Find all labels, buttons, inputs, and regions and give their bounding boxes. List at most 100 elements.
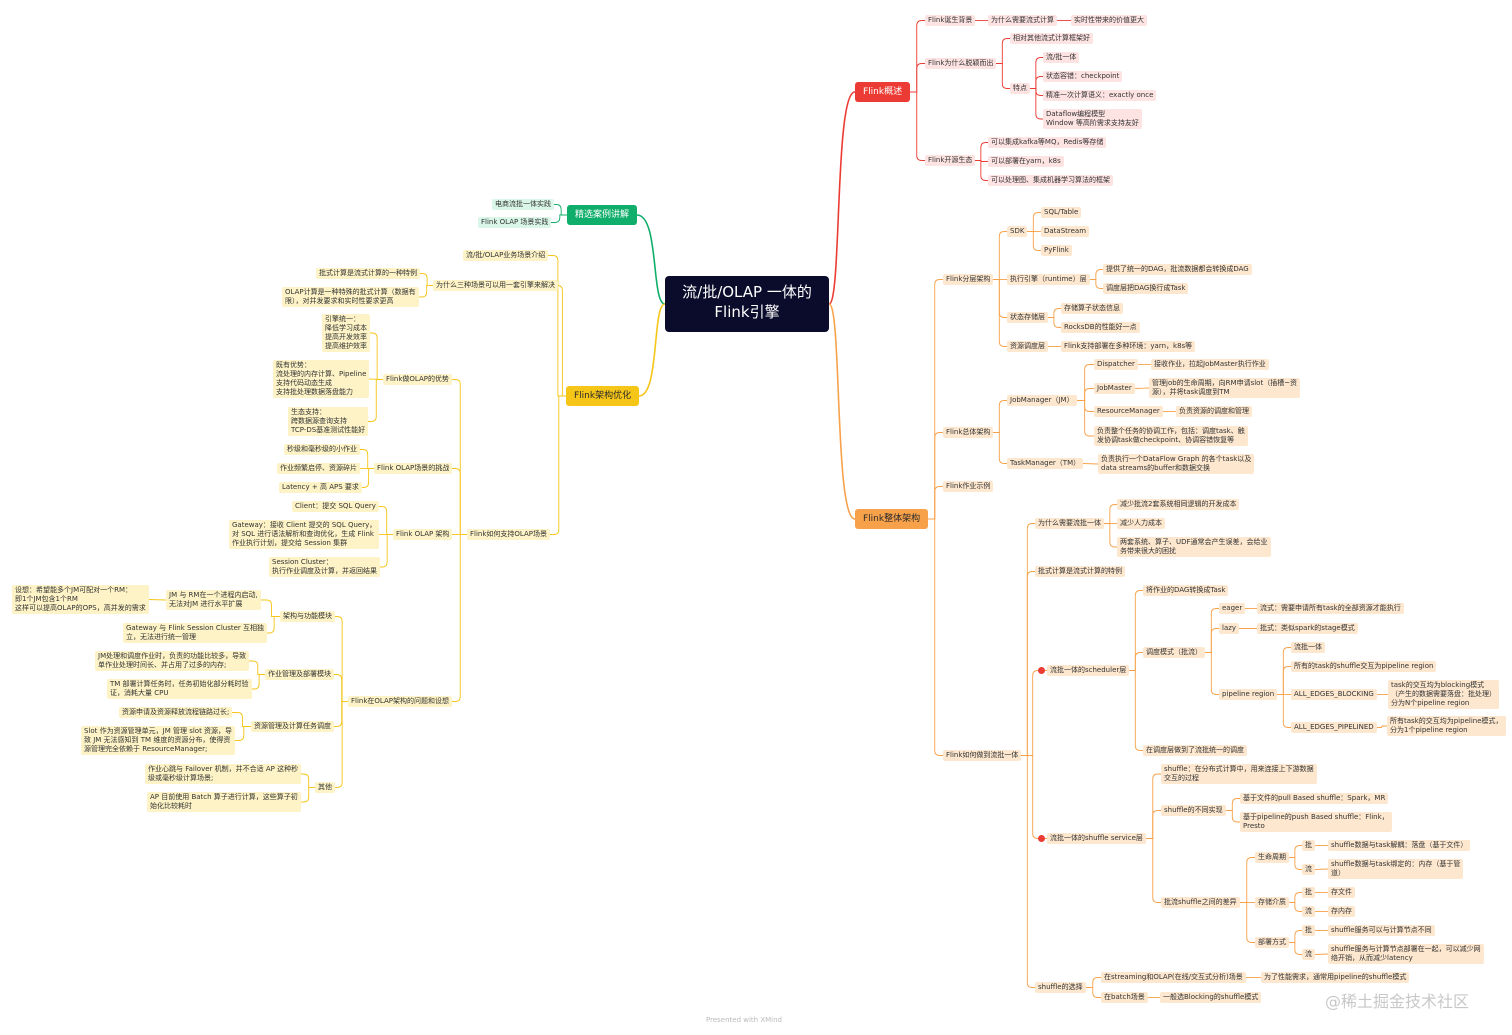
topic-ov2b2[interactable]: 状态容错：checkpoint [1043,71,1123,82]
topic-op4b2[interactable]: TM 部署计算任务时，任务初始化部分耗时验 证，消耗大量 CPU [107,679,252,699]
topic-ar4c2c3a[interactable]: task的交互均为blocking模式 （产生的数据需要落盘：批处理） 分为N个… [1388,680,1499,709]
topic-ar1a[interactable]: SDK [1007,226,1028,237]
topic-ar4e2a[interactable]: 一般选Blocking的shuffle模式 [1160,992,1262,1003]
topic-ov[interactable]: Flink概述 [855,82,911,102]
topic-ar4e1[interactable]: 在streaming和OLAP(在线/交互式分析)场景 [1101,972,1246,983]
topic-ar4c[interactable]: 流批一体的scheduler层 [1047,665,1130,676]
topic-ar2a2[interactable]: JobMaster [1094,383,1135,394]
topic-ar4d3a2[interactable]: 流 [1302,864,1315,875]
topic-ar4d3c1a[interactable]: shuffle服务可以与计算节点不同 [1328,925,1435,936]
topic-ar4d3a[interactable]: 生命周期 [1255,852,1289,863]
topic-op4d2[interactable]: AP 目前使用 Batch 算子进行计算，这些算子初 始化比较耗时 [147,792,301,812]
topic-op1[interactable]: 流/批/OLAP业务场景介绍 [463,250,549,261]
topic-ar2a4[interactable]: 负责整个任务的协调工作，包括：调度task、触 发协调task做checkpoi… [1094,426,1248,446]
topic-ov1[interactable]: Flink诞生背景 [925,15,976,26]
topic-cs[interactable]: 精选案例讲解 [567,205,638,225]
topic-ar4e[interactable]: shuffle的选择 [1035,982,1086,993]
topic-ov2a[interactable]: 相对其他流式计算框架好 [1010,33,1093,44]
topic-ar4c2c4a[interactable]: 所有task的交互均为pipeline模式， 分为1个pipeline regi… [1387,716,1506,736]
topic-ar4d1[interactable]: shuffle：在分布式计算中，用来连接上下游数据 交互的过程 [1161,764,1317,784]
topic-ar4c2[interactable]: 调度模式（批流） [1143,647,1205,658]
topic-ar4c2c[interactable]: pipeline region [1219,689,1278,700]
topic-op3b3[interactable]: Latency + 高 APS 要求 [279,482,362,493]
topic-ar4b[interactable]: 批式计算是流式计算的特例 [1035,566,1125,577]
topic-ar4d3[interactable]: 批流shuffle之间的差异 [1161,897,1240,908]
topic-ar4d3c2[interactable]: 流 [1302,949,1315,960]
topic-op3b1[interactable]: 秒级和毫秒级的小作业 [284,444,360,455]
topic-ar1a2[interactable]: DataStream [1041,226,1090,237]
topic-ov2b1[interactable]: 流/批一体 [1043,52,1080,63]
central-topic[interactable]: 流/批/OLAP 一体的 Flink引擎 [665,276,829,332]
topic-ar4d3b1[interactable]: 批 [1302,887,1315,898]
topic-op2a[interactable]: 批式计算是流式计算的一种特例 [316,268,420,279]
topic-ar2b[interactable]: TaskManager（TM） [1007,458,1084,469]
topic-op2b[interactable]: OLAP计算是一种特殊的批式计算（数据有 限），对并发要求和实时性要求更高 [282,287,419,307]
topic-ar4d2a[interactable]: 基于文件的pull Based shuffle：Spark，MR [1240,793,1389,804]
topic-ar3[interactable]: Flink作业示例 [943,481,994,492]
topic-op4a0[interactable]: 设想：希望能多个JM可配对一个RM： 即1个JM包含1个RM 这样可以提高OLA… [12,585,149,614]
topic-ar4c2c2[interactable]: 所有的task的shuffle交互为pipeline region [1291,661,1437,672]
topic-op[interactable]: Flink架构优化 [566,386,640,406]
topic-ar4c2a[interactable]: eager [1219,603,1246,614]
topic-ar4e1a[interactable]: 为了性能需求，通常用pipeline的shuffle模式 [1261,972,1410,983]
topic-op4a1[interactable]: JM 与 RM在一个进程内启动, 无法对JM 进行水平扩展 [166,590,261,610]
topic-ar4d[interactable]: 流批一体的shuffle service层 [1047,833,1146,844]
topic-ar4d3b2a[interactable]: 存内存 [1328,906,1355,917]
topic-op3b2[interactable]: 作业频繁启停、资源碎片 [277,463,360,474]
topic-ar4d3a2a[interactable]: shuffle数据与task绑定的：内存（基于管 道） [1328,859,1464,879]
topic-ar4d3a1[interactable]: 批 [1302,840,1315,851]
topic-ar4a3[interactable]: 两套系统、算子、UDF通常会产生误差，会给业 务带来很大的困扰 [1117,537,1271,557]
topic-op3c3[interactable]: Session Cluster： 执行作业调度及计算，并返回结果 [269,557,380,577]
topic-cs2[interactable]: Flink OLAP 场景实践 [478,217,552,228]
topic-ar4c2b[interactable]: lazy [1219,623,1240,634]
topic-op3a3[interactable]: 生态支持： 跨数据源查询支持 TCP-DS基准测试性能好 [288,407,369,436]
topic-op4d[interactable]: 其他 [315,782,335,793]
topic-ar1a3[interactable]: PyFlink [1041,245,1072,256]
topic-op4b1[interactable]: JM处理和调度作业时，负责的功能比较多，导致 单作业处理时间长、并占用了过多的内… [95,651,250,671]
topic-op3c[interactable]: Flink OLAP 架构 [393,529,453,540]
topic-ar2a[interactable]: JobManager（JM） [1007,395,1077,406]
topic-ar1c1[interactable]: 存储算子状态信息 [1061,303,1123,314]
topic-op4c[interactable]: 资源管理及计算任务调度 [251,721,334,732]
topic-op4a[interactable]: 架构与功能模块 [280,611,335,622]
topic-ar2b1[interactable]: 负责执行一个DataFlow Graph 的各个task以及 data stre… [1098,454,1255,474]
topic-ar4c3[interactable]: 在调度层做到了流批统一的调度 [1143,745,1247,756]
topic-ar2a3[interactable]: ResourceManager [1094,406,1163,417]
topic-op3c1[interactable]: Client：提交 SQL Query [292,501,379,512]
topic-ar4a[interactable]: 为什么需要流批一体 [1035,518,1104,529]
topic-ov3c[interactable]: 可以处理图、集成机器学习算法的框架 [988,175,1113,186]
topic-ar2a1[interactable]: Dispatcher [1094,359,1138,370]
topic-ar4d3b2[interactable]: 流 [1302,906,1315,917]
topic-op3[interactable]: Flink如何支持OLAP场景 [467,529,550,540]
topic-ov1b[interactable]: 实时性带来的价值更大 [1071,15,1147,26]
topic-ar4d3c[interactable]: 部署方式 [1255,937,1289,948]
topic-ar2a2a[interactable]: 管理job的生命周期，向RM申请slot（插槽~资 源），并将task调度到TM [1149,378,1301,398]
topic-ar1c2[interactable]: RocksDB的性能好一点 [1061,322,1140,333]
topic-ar1[interactable]: Flink分层架构 [943,274,994,285]
topic-ar1b[interactable]: 执行引擎（runtime）层 [1007,274,1090,285]
topic-ar2a3a[interactable]: 负责资源的调度和管理 [1176,406,1252,417]
topic-ar1a1[interactable]: SQL/Table [1041,207,1082,218]
topic-op2[interactable]: 为什么三种场景可以用一套引擎来解决 [433,280,558,291]
topic-ar1c[interactable]: 状态存储层 [1007,312,1048,323]
topic-op4d1[interactable]: 作业心跳与 Failover 机制，并不合适 AP 这种秒 级或毫秒级计算场景; [145,764,302,784]
topic-ar4d3c2a[interactable]: shuffle服务与计算节点部署在一起，可以减少网 络开销，从而减少latenc… [1328,944,1484,964]
topic-ar4c2c3[interactable]: ALL_EDGES_BLOCKING [1291,689,1377,700]
topic-ov3b[interactable]: 可以部署在yarn，k8s [988,156,1064,167]
topic-op3a2[interactable]: 既有优势： 流处理的内存计算、Pipeline 支持代码动态生成 支持批处理数据… [273,360,370,398]
topic-ov2b[interactable]: 特点 [1010,83,1030,94]
topic-ar1b2[interactable]: 调度层把DAG换行成Task [1103,283,1189,294]
topic-ar4d2[interactable]: shuffle的不同实现 [1161,805,1226,816]
topic-ov2b4[interactable]: Dataflow编程模型 Window 等高阶需求支持友好 [1043,109,1142,129]
topic-op3c2[interactable]: Gateway：接收 Client 提交的 SQL Query， 对 SQL 进… [229,520,380,549]
topic-op4c1[interactable]: 资源申请及资源释放流程链路过长; [119,707,233,718]
topic-ar1d[interactable]: 资源调度层 [1007,341,1048,352]
topic-ov2[interactable]: Flink为什么脱颖而出 [925,58,997,69]
topic-ar2a1a[interactable]: 接收作业，拉起JobMaster执行作业 [1151,359,1269,370]
topic-ar4c1[interactable]: 将作业的DAG转换成Task [1143,585,1229,596]
topic-ar4c2a1[interactable]: 流式：需要申请所有task的全部资源才能执行 [1257,603,1404,614]
topic-op4c2[interactable]: Slot 作为资源管理单元，JM 管理 slot 资源，导 致 JM 无法感知到… [81,726,236,755]
topic-ov1a[interactable]: 为什么需要流式计算 [988,15,1057,26]
topic-ar4d3c1[interactable]: 批 [1302,925,1315,936]
topic-ar4a2[interactable]: 减少人力成本 [1117,518,1165,529]
